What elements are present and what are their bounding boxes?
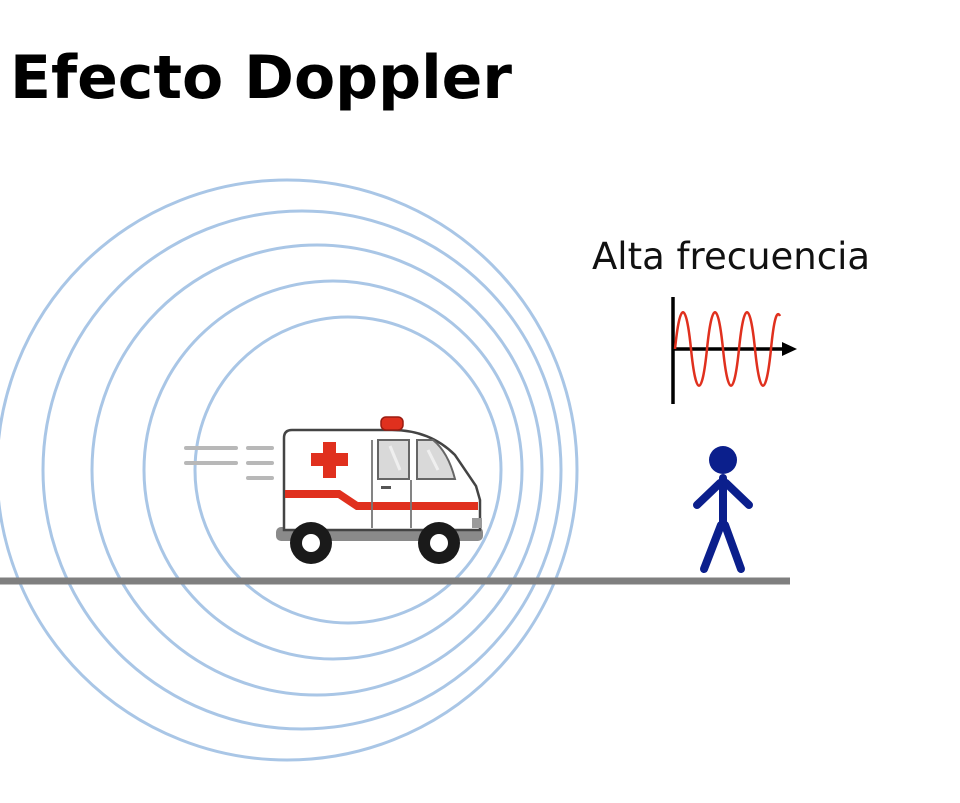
wavefront-2 (41, 209, 563, 731)
wave-axis-arrowhead (782, 342, 797, 356)
high-frequency-label: Alta frecuencia (592, 235, 871, 278)
wavefront-3 (90, 243, 544, 697)
motion-lines (184, 446, 274, 480)
observer-person-icon (693, 446, 753, 573)
wavefront-5 (193, 315, 503, 625)
diagram-title: Efecto Doppler (10, 43, 512, 113)
sine-wave-icon (671, 297, 797, 404)
high-frequency-wave (673, 311, 782, 387)
ambulance-icon (276, 416, 483, 564)
wavefront-1 (0, 178, 579, 762)
wavefront-4 (142, 279, 524, 661)
wavefronts (0, 178, 579, 762)
